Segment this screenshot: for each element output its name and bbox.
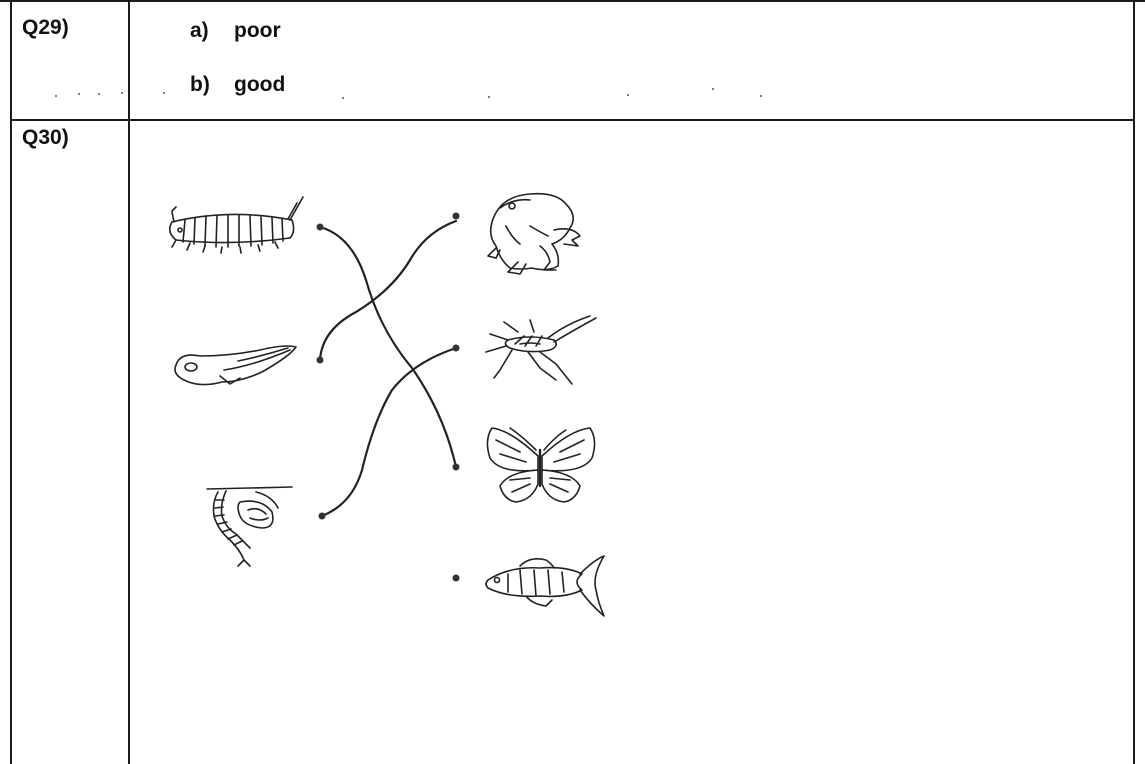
option-text-b: good bbox=[234, 73, 286, 96]
scan-speck bbox=[78, 93, 80, 95]
question-number-q29: Q29) bbox=[22, 16, 69, 39]
fish-icon bbox=[485, 555, 605, 617]
endpoint-dot bbox=[452, 574, 460, 582]
answer-option-a: a) poor bbox=[190, 19, 281, 43]
tadpole-icon bbox=[174, 345, 297, 386]
match-line-larva-mosquito bbox=[320, 346, 458, 518]
match-line-caterpillar-butterfly bbox=[318, 225, 458, 469]
scan-speck bbox=[712, 88, 714, 90]
scan-speck bbox=[55, 95, 57, 97]
answer-option-b: b) good bbox=[190, 73, 285, 97]
endpoint-dot bbox=[452, 212, 460, 220]
scan-speck bbox=[760, 95, 762, 97]
right-border bbox=[1133, 0, 1135, 764]
scan-speck bbox=[163, 92, 165, 94]
match-line-tadpole-frog bbox=[318, 219, 458, 362]
scan-speck bbox=[121, 92, 123, 94]
scan-speck bbox=[342, 97, 344, 99]
endpoint-dot bbox=[452, 344, 460, 352]
endpoint-dot bbox=[316, 356, 324, 364]
option-letter-a: a) bbox=[190, 19, 209, 42]
option-letter-b: b) bbox=[190, 73, 210, 96]
scan-speck bbox=[488, 96, 490, 98]
mosquito-icon bbox=[485, 315, 597, 385]
endpoint-dot bbox=[316, 223, 324, 231]
question-number-q30: Q30) bbox=[22, 126, 69, 149]
larva-icon bbox=[206, 486, 293, 567]
scan-speck bbox=[627, 94, 629, 96]
frog-icon bbox=[487, 192, 581, 275]
butterfly-icon bbox=[486, 427, 596, 503]
endpoint-dots bbox=[316, 212, 460, 582]
row-divider bbox=[10, 119, 1135, 121]
option-text-a: poor bbox=[234, 19, 281, 42]
caterpillar-icon bbox=[168, 196, 304, 254]
top-border bbox=[0, 0, 1145, 2]
endpoint-dot bbox=[318, 512, 326, 520]
matching-lines bbox=[318, 219, 458, 518]
left-border bbox=[10, 0, 12, 764]
scan-speck bbox=[98, 93, 100, 95]
column-divider bbox=[128, 0, 130, 764]
endpoint-dot bbox=[452, 463, 460, 471]
